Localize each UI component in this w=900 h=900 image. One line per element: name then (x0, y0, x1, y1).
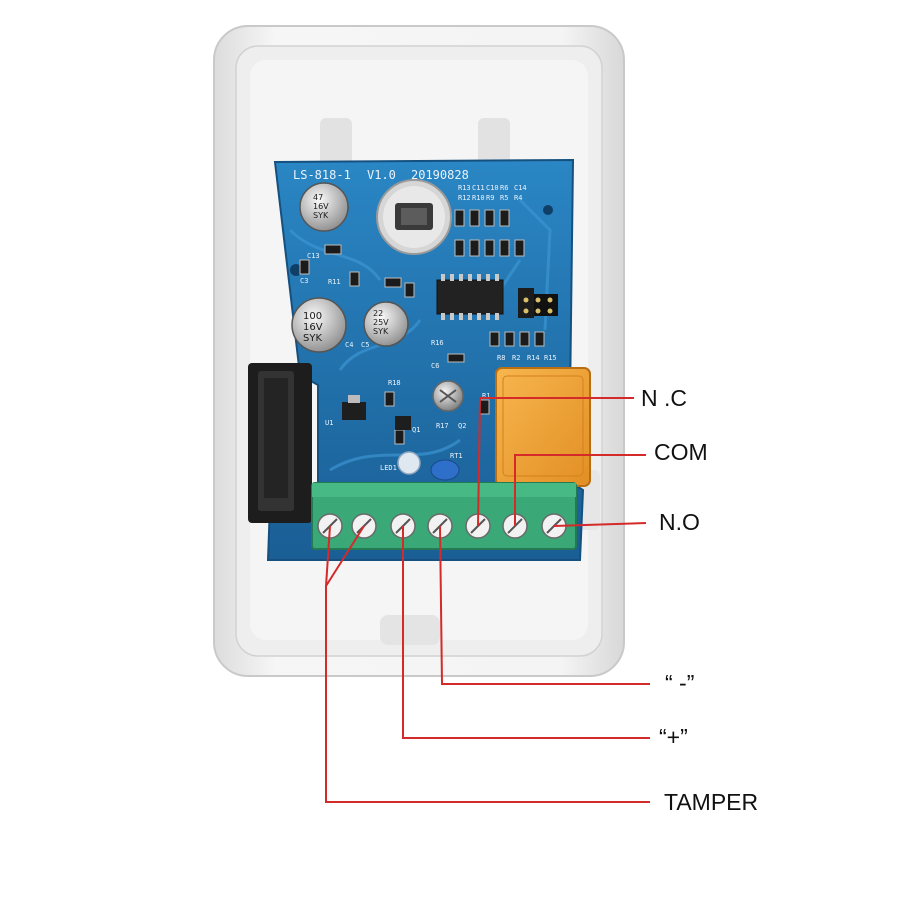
pir-sensor (376, 179, 452, 255)
callout-wires (325, 397, 650, 803)
silk-ref: C11 (472, 184, 485, 192)
silk-ref: R10 (472, 194, 485, 202)
silk-ref: C5 (361, 341, 369, 349)
silk-ref: R13 (458, 184, 471, 192)
board-date: 20190828 (411, 168, 469, 182)
label-plus: “+” (659, 724, 688, 750)
silk-ref: Q2 (458, 422, 466, 430)
silk-ref: R1 (482, 392, 490, 400)
ceramic-capacitor (430, 459, 460, 481)
led1: LED1 (380, 451, 421, 475)
silk-ref: RT1 (450, 452, 463, 460)
mounting-screw (432, 380, 464, 412)
wire-com (514, 454, 646, 526)
silk-ref: LED1 (380, 464, 397, 472)
capacitor-22uf: 22 25V SYK (363, 301, 409, 347)
terminal-block (311, 482, 577, 550)
smd-components (299, 209, 545, 445)
silk-ref: R5 (500, 194, 508, 202)
label-tamper: TAMPER (664, 789, 759, 815)
svg-text:LS-818-1: LS-818-1 (293, 168, 351, 182)
silk-ref: C10 (486, 184, 499, 192)
cap-label: 16V (313, 202, 329, 211)
wire-minus (439, 525, 650, 685)
silk-ref: R11 (328, 278, 341, 286)
board-version: V1.0 (367, 168, 396, 182)
regulator-u1: U1 (325, 395, 366, 427)
silk-ref: C13 (307, 252, 320, 260)
label-minus: “ -” (665, 670, 695, 696)
silk-ref: U1 (325, 419, 333, 427)
silk-ref: R6 (500, 184, 508, 192)
cap-label: 16V (303, 322, 323, 333)
cap-label: 22 (373, 309, 383, 318)
silk-ref: C6 (431, 362, 439, 370)
wire-tamper (325, 525, 650, 803)
ic-chip (436, 274, 504, 320)
silk-ref: C3 (300, 277, 308, 285)
silk-ref: R9 (486, 194, 494, 202)
svg-text:20190828: 20190828 (411, 168, 469, 182)
board-model: LS-818-1 (293, 168, 351, 182)
jumper-header (518, 288, 558, 318)
capacitor-47uf: 47 16V SYK (299, 182, 349, 232)
wire-no (553, 522, 647, 527)
label-com: COM (654, 439, 708, 465)
cap-label: SYK (303, 333, 322, 344)
svg-text:V1.0: V1.0 (367, 168, 396, 182)
relay (495, 367, 591, 487)
label-nc: N .C (641, 385, 687, 411)
wire-nc (477, 397, 634, 527)
capacitor-100uf: 100 16V SYK (291, 297, 347, 353)
label-no: N.O (659, 509, 700, 535)
silk-ref: R18 (388, 379, 401, 387)
cap-label: SYK (373, 327, 389, 336)
tamper-switch (248, 363, 312, 523)
transistor-q1: Q1 (395, 416, 420, 434)
silk-ref: R12 (458, 194, 471, 202)
silk-ref: R14 (527, 354, 540, 362)
cap-label: 25V (373, 318, 389, 327)
silk-ref: R4 (514, 194, 522, 202)
silk-ref: R17 (436, 422, 449, 430)
silk-ref: R8 (497, 354, 505, 362)
cap-label: 47 (313, 193, 323, 202)
silk-ref: R16 (431, 339, 444, 347)
silk-ref: Q1 (412, 426, 420, 434)
silk-ref: R2 (512, 354, 520, 362)
wire-plus (402, 526, 650, 739)
silk-ref: C4 (345, 341, 353, 349)
cap-label: 100 (303, 311, 322, 322)
silk-ref: R15 (544, 354, 557, 362)
pcb-board: LS-818-1 V1.0 20190828 C13 C3 R11 C4 C5 … (248, 158, 591, 561)
cap-label: SYK (313, 211, 329, 220)
silk-ref: C14 (514, 184, 527, 192)
